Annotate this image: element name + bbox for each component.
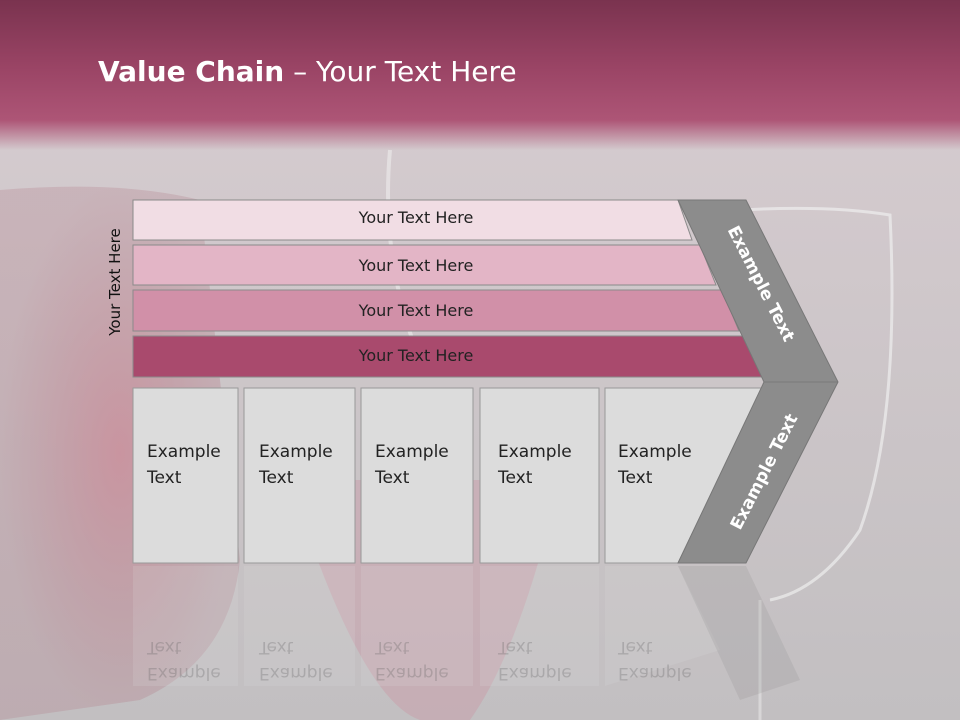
box-text-line: Example <box>498 442 572 462</box>
box-text-line: Text <box>498 637 533 657</box>
row-bar-2[interactable] <box>132 244 717 286</box>
box-reflection <box>480 566 599 686</box>
row-bar-1[interactable] <box>132 199 693 241</box>
row-label-3: Your Text Here <box>358 301 474 320</box>
box-text-reflection: Example Text <box>375 634 449 686</box>
row-bar-3[interactable] <box>132 289 740 332</box>
title-band <box>0 0 960 150</box>
box-text-line: Text <box>498 468 533 488</box>
title-bold: Value Chain <box>98 55 285 88</box>
title-rest: – Your Text Here <box>284 55 517 88</box>
box-reflection <box>133 566 238 686</box>
box-text-line: Text <box>259 637 294 657</box>
box-reflection <box>361 566 473 686</box>
box-text-reflection: Example Text <box>618 634 692 686</box>
box-text-line: Text <box>375 637 410 657</box>
box-text-line: Example <box>375 663 449 683</box>
box-1[interactable] <box>132 387 239 564</box>
box-text-line: Example <box>147 663 221 683</box>
box-text-line: Text <box>375 468 410 488</box>
box-text-line: Text <box>147 637 182 657</box>
box-4[interactable] <box>479 387 600 564</box>
box-text-line: Text <box>147 468 182 488</box>
box-text-reflection: Example Text <box>498 634 572 686</box>
box-reflection <box>605 566 720 686</box>
slide-title: Value Chain – Your Text Here <box>98 55 517 88</box>
box-text-line: Example <box>147 442 221 462</box>
box-text-line: Example <box>259 663 333 683</box>
box-text-line: Text <box>618 468 653 488</box>
box-3[interactable] <box>360 387 474 564</box>
row-label-2: Your Text Here <box>358 256 474 275</box>
chevron-reflection <box>678 566 800 700</box>
box-reflection <box>244 566 355 686</box>
box-text-line: Example <box>498 663 572 683</box>
box-text-line: Example <box>375 442 449 462</box>
box-text-line: Text <box>618 637 653 657</box>
row-label-4: Your Text Here <box>358 346 474 365</box>
box-text-line: Example <box>618 663 692 683</box>
box-text-line: Text <box>259 468 294 488</box>
box-2[interactable] <box>243 387 356 564</box>
row-label-1: Your Text Here <box>358 208 474 227</box>
box-text-line: Example <box>618 442 692 462</box>
box-text-line: Example <box>259 442 333 462</box>
box-text-reflection: Example Text <box>147 634 221 686</box>
box-text-reflection: Example Text <box>259 634 333 686</box>
